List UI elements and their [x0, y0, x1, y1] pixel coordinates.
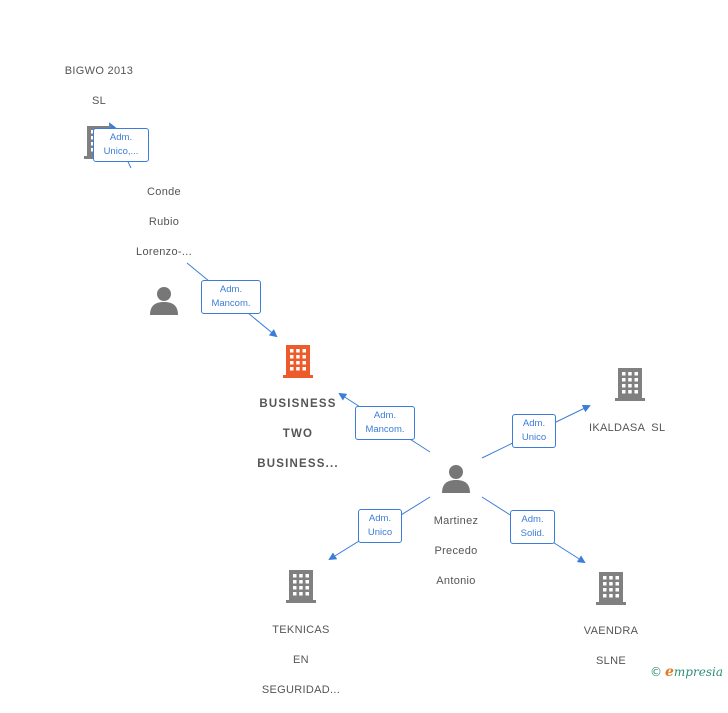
relation-line: Unico — [521, 432, 547, 443]
building-icon — [596, 572, 626, 605]
relation-line: Mancom. — [365, 424, 405, 435]
brand-footer: ©empresia — [650, 664, 723, 680]
person-icon — [442, 465, 470, 493]
label-line: Conde — [147, 186, 181, 198]
relation-line: Adm. — [521, 514, 544, 525]
person-icon — [150, 287, 178, 315]
node-label: BIGWO 2013 SL — [49, 49, 149, 124]
node-busisness[interactable]: BUSISNESS TWO BUSINESS... — [238, 343, 358, 487]
label-line: EN — [293, 654, 309, 666]
label-line: Lorenzo-... — [136, 246, 192, 258]
relation-line: Adm. — [373, 410, 397, 421]
label-line: BIGWO 2013 — [64, 65, 134, 77]
relation-line: Adm. — [368, 513, 392, 524]
label-line: SLNE — [596, 655, 626, 667]
node-label: VAENDRA SLNE — [561, 609, 661, 684]
relation-badge-martinez-ikaldasa[interactable]: Adm. Unico — [512, 414, 556, 448]
label-line: SL — [91, 95, 107, 107]
node-label: BUSISNESS TWO BUSINESS... — [238, 382, 358, 487]
copyright-icon: © — [650, 665, 662, 679]
label-line: Antonio — [436, 575, 476, 587]
relation-badge-conde-bigwo[interactable]: Adm. Unico,... — [93, 128, 149, 162]
brand-logo-text: mpresia — [673, 665, 723, 679]
label-line: Martinez — [433, 515, 479, 527]
relation-line: Adm. — [522, 418, 546, 429]
relation-badge-martinez-vaendra[interactable]: Adm. Solid. — [510, 510, 555, 544]
relation-line: Mancom. — [211, 298, 251, 309]
relation-line: Unico,... — [103, 146, 139, 157]
relation-badge-martinez-teknicas[interactable]: Adm. Unico — [358, 509, 402, 543]
node-vaendra[interactable]: VAENDRA SLNE — [561, 570, 661, 684]
label-line: VAENDRA — [583, 625, 639, 637]
label-line: SEGURIDAD... — [261, 684, 341, 696]
label-line: Rubio — [148, 216, 180, 228]
building-icon — [283, 345, 313, 378]
node-martinez[interactable]: Martinez Precedo Antonio — [406, 463, 506, 604]
node-ikaldasa-label[interactable]: IKALDASA SL — [589, 406, 689, 451]
node-label: Martinez Precedo Antonio — [406, 499, 506, 604]
label-line: BUSINESS... — [257, 458, 339, 470]
node-label: Conde Rubio Lorenzo-... — [114, 170, 214, 275]
label-line: TWO — [282, 428, 314, 440]
label-line: TEKNICAS — [272, 624, 330, 636]
label-line: Precedo — [434, 545, 478, 557]
label-line: BUSISNESS — [259, 398, 337, 410]
relation-line: Unico — [367, 527, 393, 538]
building-icon[interactable] — [614, 366, 646, 402]
node-label: TEKNICAS EN SEGURIDAD... — [246, 608, 356, 713]
relation-badge-conde-busisness[interactable]: Adm. Mancom. — [201, 280, 261, 314]
relation-badge-martinez-busisness[interactable]: Adm. Mancom. — [355, 406, 415, 440]
label-line: IKALDASA SL — [589, 422, 666, 434]
relation-line: Adm. — [109, 132, 133, 143]
node-teknicas[interactable]: TEKNICAS EN SEGURIDAD... — [246, 568, 356, 713]
node-conde[interactable]: Conde Rubio Lorenzo-... — [114, 170, 214, 317]
relation-line: Solid. — [520, 528, 545, 539]
relation-line: Adm. — [219, 284, 243, 295]
brand-logo-e: e — [665, 664, 674, 680]
building-icon — [286, 570, 316, 603]
